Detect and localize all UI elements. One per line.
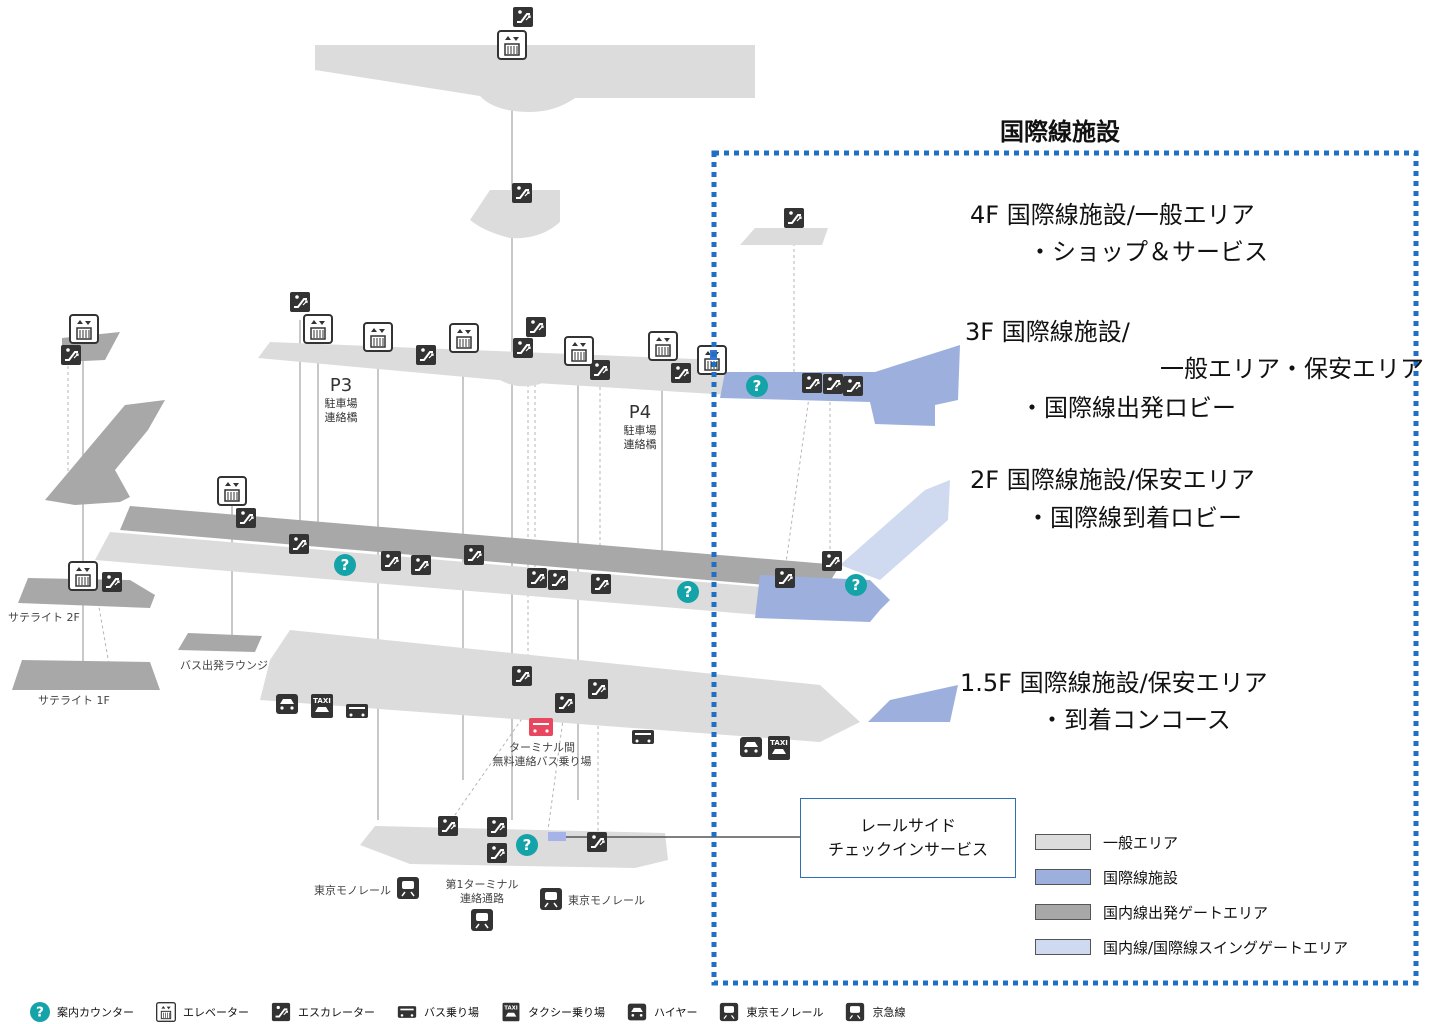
floor-2f-line1: 2F 国際線施設/保安エリア	[970, 466, 1255, 494]
floor-3f-line1: 3F 国際線施設/	[965, 318, 1130, 346]
legend-label-international: 国際線施設	[1103, 868, 1179, 887]
icon-legend: ? 案内カウンター エレベーター エスカレーター バス乗り場 タクシー乗り場 ハ…	[30, 1000, 927, 1024]
floor-4f-line2: ・ショップ＆サービス	[1028, 238, 1268, 266]
satellite-2f-label: サテライト 2F	[8, 611, 80, 624]
floor-3f-line2: 一般エリア・保安エリア	[1160, 355, 1424, 383]
taxi-icon	[502, 1002, 520, 1022]
rail-side-checkin-box: レールサイド チェックインサービス	[800, 798, 1016, 878]
legend-info-counter-label: 案内カウンター	[57, 1006, 134, 1019]
legend-taxi-label: タクシー乗り場	[528, 1006, 605, 1019]
elevator-icons	[68, 30, 727, 591]
legend-international: 国際線施設	[1035, 866, 1178, 888]
t1-passage-line2: 連絡通路	[460, 892, 504, 905]
legend-swatch-domestic-gate	[1035, 904, 1091, 920]
legend-escalator-label: エスカレーター	[298, 1006, 375, 1019]
info-counter-icon: ?	[30, 1002, 50, 1022]
legend-domestic-gate: 国内線出発ゲートエリア	[1035, 901, 1268, 923]
legend-hire-car: ハイヤー	[627, 1002, 697, 1022]
p4-code: P4	[628, 402, 652, 423]
legend-label-domestic-gate: 国内線出発ゲートエリア	[1103, 903, 1269, 922]
p3-desc2: 連絡橋	[324, 411, 358, 424]
floor-4f-line1: 4F 国際線施設/一般エリア	[970, 201, 1255, 229]
satellite-1f-label: サテライト 1F	[38, 694, 110, 707]
legend-info-counter: ? 案内カウンター	[30, 1002, 134, 1022]
p4-parking-bridge-label: P4 駐車場 連絡橋	[615, 402, 665, 452]
elevator-icon	[156, 1002, 176, 1022]
legend-taxi: タクシー乗り場	[501, 1002, 605, 1022]
free-bus-line2: 無料連絡バス乗り場	[492, 755, 592, 768]
hire-car-icon	[627, 1003, 647, 1021]
legend-swatch-swing-gate	[1035, 939, 1091, 955]
international-section-title: 国際線施設	[1000, 118, 1120, 146]
floor-3f-line3: ・国際線出発ロビー	[1020, 394, 1236, 422]
keikyu-icon	[845, 1002, 866, 1022]
legend-general-area: 一般エリア	[1035, 831, 1178, 853]
p3-desc1: 駐車場	[324, 397, 358, 410]
floor-2f-line2: ・国際線到着ロビー	[1026, 504, 1242, 532]
legend-monorail-label: 東京モノレール	[746, 1006, 824, 1019]
p3-code: P3	[329, 375, 353, 396]
bus-lounge-label: バス出発ラウンジ	[180, 659, 268, 672]
rail-side-line2: チェックインサービス	[827, 840, 988, 859]
legend-keikyu: 京急線	[845, 1002, 905, 1022]
monorail-right-label: 東京モノレール	[568, 894, 645, 907]
legend-swatch-general	[1035, 834, 1091, 850]
legend-elevator-label: エレベーター	[183, 1006, 249, 1019]
svg-text:?: ?	[36, 1005, 44, 1021]
legend-bus: バス乗り場	[397, 1002, 479, 1022]
legend-escalator: エスカレーター	[271, 1002, 375, 1022]
monorail-icon	[719, 1002, 740, 1022]
monorail-left-label: 東京モノレール	[314, 884, 391, 897]
legend-bus-label: バス乗り場	[424, 1006, 479, 1019]
legend-elevator: エレベーター	[156, 1002, 249, 1022]
legend-label-general: 一般エリア	[1103, 833, 1179, 852]
legend-swing-gate: 国内線/国際線スイングゲートエリア	[1035, 936, 1348, 958]
p3-parking-bridge-label: P3 駐車場 連絡橋	[316, 375, 366, 425]
p4-desc2: 連絡橋	[623, 438, 657, 451]
free-bus-stop-label: ターミナル間 無料連絡バス乗り場	[480, 741, 604, 769]
free-bus-line1: ターミナル間	[509, 741, 575, 754]
p4-desc1: 駐車場	[623, 424, 657, 437]
floor-1-5f-line2: ・到着コンコース	[1040, 706, 1231, 734]
t1-passage-label: 第1ターミナル 連絡通路	[440, 878, 524, 906]
legend-label-swing-gate: 国内線/国際線スイングゲートエリア	[1103, 938, 1349, 957]
t1-passage-line1: 第1ターミナル	[445, 878, 519, 891]
bus-icon	[397, 1005, 417, 1019]
international-facility-frame	[711, 150, 1419, 986]
floor-1-5f-line1: 1.5F 国際線施設/保安エリア	[960, 669, 1268, 697]
rail-side-line1: レールサイド	[859, 816, 956, 835]
legend-keikyu-label: 京急線	[872, 1006, 906, 1019]
escalator-icon	[271, 1002, 291, 1022]
legend-monorail: 東京モノレール	[719, 1002, 823, 1022]
free-bus-stop-icon	[529, 718, 553, 736]
legend-hire-car-label: ハイヤー	[654, 1006, 698, 1019]
legend-swatch-international	[1035, 869, 1091, 885]
